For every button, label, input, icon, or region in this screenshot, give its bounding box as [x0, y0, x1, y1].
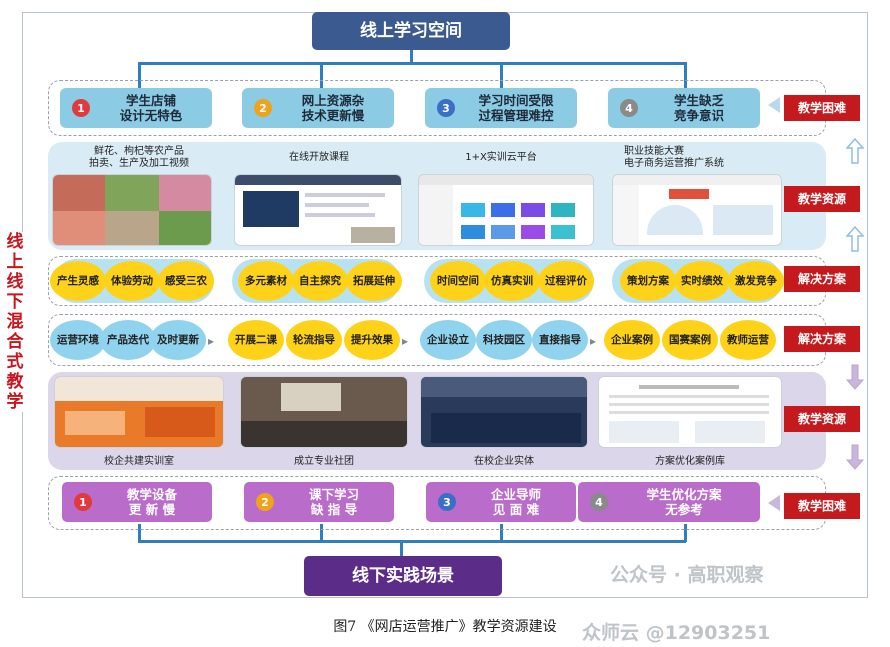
up-arrow-icon: [845, 225, 865, 256]
video-collage-image: [52, 174, 212, 246]
offline-problem-2: 2 课下学习缺 指 导: [244, 482, 394, 522]
number-badge: 1: [72, 99, 90, 117]
number-badge: 4: [620, 99, 638, 117]
number-badge: 1: [74, 493, 92, 511]
solution-node: 企业案例: [604, 320, 660, 360]
solution-node: 教师运营: [720, 320, 776, 360]
arrow-right-icon: ▸: [208, 334, 215, 348]
offline-resource-caption-4: 方案优化案例库: [655, 456, 725, 467]
watermark: 公众号 · 高职观察: [610, 564, 764, 586]
watermark-overlay: 众师云 @12903251: [582, 622, 771, 644]
problem-text: 学生店铺设计无特色: [119, 93, 183, 123]
label-teaching-resources-offline: 教学资源: [784, 406, 860, 432]
connector: [500, 62, 503, 88]
connector: [320, 524, 323, 542]
solution-node: 产生灵感: [50, 261, 106, 301]
down-arrow-icon: [845, 444, 865, 474]
resource-caption-2: 在线开放课程: [289, 152, 349, 163]
offline-resource-caption-1: 校企共建实训室: [104, 456, 174, 467]
connector: [400, 540, 403, 556]
solution-node: 运营环境: [50, 320, 106, 360]
side-title: 线上线下混合式教学: [4, 232, 26, 412]
left-arrow-icon: [768, 97, 780, 113]
label-teaching-resources: 教学资源: [784, 186, 860, 212]
connector: [138, 62, 686, 65]
problem-text: 学习时间受限过程管理难控: [478, 93, 554, 123]
solution-node: 策划方案: [620, 261, 676, 301]
solution-node: 直接指导: [532, 320, 588, 360]
up-arrow-icon: [845, 137, 865, 168]
training-room-photo: [54, 376, 224, 448]
solution-node: 国赛案例: [662, 320, 718, 360]
connector: [410, 50, 413, 64]
solution-node: 科技园区: [476, 320, 532, 360]
connector: [138, 62, 141, 88]
connector: [684, 62, 687, 88]
connector: [138, 540, 686, 543]
number-badge: 3: [438, 493, 456, 511]
offline-resource-caption-2: 成立专业社团: [294, 456, 354, 467]
online-problem-4: 4 学生缺乏竞争意识: [608, 88, 760, 128]
figure-caption: 图7 《网店运营推广》教学资源建设: [333, 619, 557, 635]
solution-node: 过程评价: [538, 261, 594, 301]
online-course-screenshot: [234, 174, 402, 246]
resource-caption-3: 1+X实训云平台: [465, 152, 537, 163]
label-solutions-offline: 解决方案: [784, 326, 860, 352]
solution-node: 实时绩效: [674, 261, 730, 301]
number-badge: 2: [254, 99, 272, 117]
solution-node: 及时更新: [150, 320, 206, 360]
arrow-right-icon: ▸: [402, 334, 409, 348]
left-arrow-icon: [768, 495, 780, 511]
resource-caption-1: 鲜花、枸杞等农产品拍卖、生产及加工视频: [89, 146, 189, 169]
case-library-document: [598, 376, 782, 448]
label-teaching-difficulty-offline: 教学困难: [784, 493, 860, 519]
connector: [320, 62, 323, 88]
online-problem-1: 1 学生店铺设计无特色: [60, 88, 212, 128]
campus-enterprise-photo: [420, 376, 588, 448]
problem-text: 学生缺乏竞争意识: [673, 93, 724, 123]
connector: [684, 524, 687, 542]
label-teaching-difficulty: 教学困难: [784, 95, 860, 121]
solution-node: 多元素材: [238, 261, 294, 301]
label-solutions-online: 解决方案: [784, 266, 860, 292]
solution-node: 企业设立: [420, 320, 476, 360]
solution-node: 拓展延伸: [346, 261, 402, 301]
arrow-right-icon: ▸: [590, 334, 597, 348]
solution-node: 开展二课: [228, 320, 284, 360]
number-badge: 3: [437, 99, 455, 117]
number-badge: 4: [590, 493, 608, 511]
solution-node: 体验劳动: [104, 261, 160, 301]
online-space-title: 线上学习空间: [312, 12, 510, 50]
student-club-photo: [240, 376, 408, 448]
competition-system-screenshot: [612, 174, 782, 246]
training-platform-screenshot: [418, 174, 594, 246]
resource-caption-4: 职业技能大赛电子商务运营推广系统: [624, 146, 724, 169]
solution-node: 产品迭代: [100, 320, 156, 360]
solution-node: 自主探究: [292, 261, 348, 301]
solution-node: 轮流指导: [286, 320, 342, 360]
problem-text: 网上资源杂技术更新慢: [301, 93, 365, 123]
connector: [138, 524, 141, 542]
number-badge: 2: [256, 493, 274, 511]
connector: [500, 524, 503, 542]
offline-resource-caption-3: 在校企业实体: [474, 456, 534, 467]
down-arrow-icon: [845, 364, 865, 394]
solution-node: 感受三农: [158, 261, 214, 301]
solution-node: 仿真实训: [484, 261, 540, 301]
offline-scene-title: 线下实践场景: [304, 556, 502, 596]
online-problem-3: 3 学习时间受限过程管理难控: [425, 88, 577, 128]
online-problem-2: 2 网上资源杂技术更新慢: [242, 88, 394, 128]
offline-problem-3: 3 企业导师见 面 难: [426, 482, 576, 522]
solution-node: 提升效果: [344, 320, 400, 360]
solution-node: 时间空间: [430, 261, 486, 301]
offline-problem-4: 4 学生优化方案无参考: [578, 482, 760, 522]
solution-node: 激发竞争: [728, 261, 784, 301]
offline-problem-1: 1 教学设备更 新 慢: [62, 482, 212, 522]
